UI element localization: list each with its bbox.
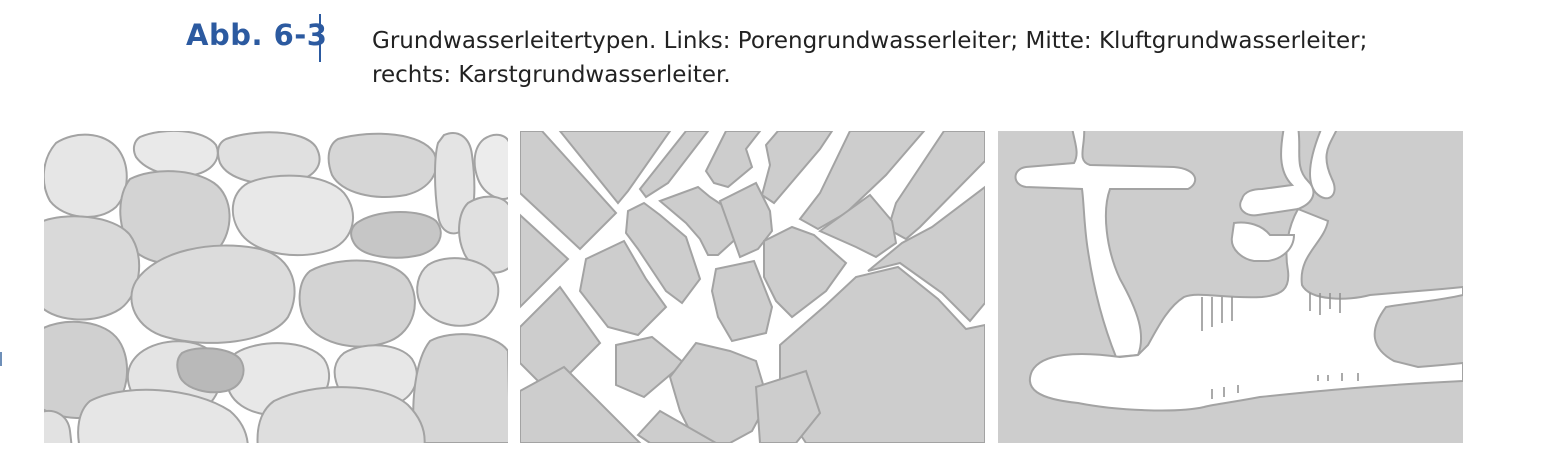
pore-aquifer-illustration	[44, 131, 508, 443]
karst-aquifer-illustration	[998, 131, 1463, 443]
fracture-aquifer-illustration	[520, 131, 985, 443]
caption-line-2: rechts: Karstgrundwasserleiter.	[372, 62, 731, 88]
figure-caption: Grundwasserleitertypen. Links: Porengrun…	[372, 24, 1472, 92]
pore-aquifer-panel	[44, 131, 508, 443]
karst-aquifer-panel	[998, 131, 1463, 443]
figure-label: Abb. 6-3	[186, 18, 328, 52]
figure-label-divider	[319, 14, 321, 62]
page-edge-mark	[0, 352, 2, 366]
caption-line-1: Grundwasserleitertypen. Links: Porengrun…	[372, 28, 1368, 54]
fracture-aquifer-panel	[520, 131, 985, 443]
